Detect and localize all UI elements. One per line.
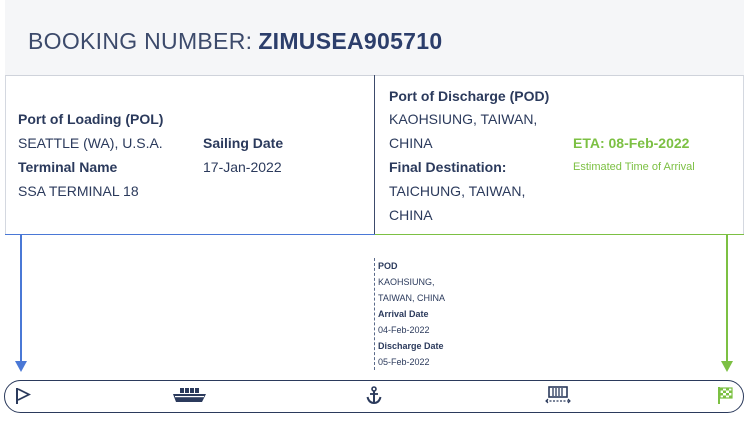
pol-arrow-head <box>15 361 27 372</box>
ship-icon <box>173 388 206 402</box>
anchor-icon <box>366 386 382 405</box>
timeline-pod-label: POD <box>378 261 398 271</box>
booking-number: ZIMUSEA905710 <box>258 28 443 54</box>
sailing-date: 17-Jan-2022 <box>203 159 282 175</box>
final-destination-line1: TAICHUNG, TAIWAN, <box>389 183 526 199</box>
sailing-date-label: Sailing Date <box>203 135 284 151</box>
destination-arrow-line <box>726 235 728 363</box>
booking-number-title: BOOKING NUMBER:ZIMUSEA905710 <box>28 28 442 55</box>
booking-label: BOOKING NUMBER: <box>28 28 253 54</box>
terminal-label: Terminal Name <box>18 159 118 175</box>
container-icon <box>545 386 571 404</box>
pol-heading: Port of Loading (POL) <box>18 111 164 127</box>
card-divider <box>374 75 375 235</box>
arrival-date-label: Arrival Date <box>378 309 429 319</box>
destination-arrow-head <box>721 361 733 372</box>
timeline-pod-location-line1: KAOHSIUNG, <box>378 277 435 287</box>
timeline-pod-details: POD KAOHSIUNG, TAIWAN, CHINA Arrival Dat… <box>374 258 445 370</box>
pol-underline <box>5 234 375 235</box>
start-flag-icon <box>16 388 31 404</box>
eta: ETA: 08-Feb-2022 <box>573 135 690 151</box>
finish-flag-icon <box>718 387 733 404</box>
final-destination-line2: CHINA <box>389 207 433 223</box>
arrival-date: 04-Feb-2022 <box>378 325 430 335</box>
final-destination-label: Final Destination: <box>389 159 507 175</box>
discharge-date: 05-Feb-2022 <box>378 357 430 367</box>
eta-subtitle: Estimated Time of Arrival <box>573 161 695 173</box>
booking-header: BOOKING NUMBER:ZIMUSEA905710 <box>5 0 744 76</box>
discharge-date-label: Discharge Date <box>378 341 444 351</box>
pod-location-line1: KAOHSIUNG, TAIWAN, <box>389 111 538 127</box>
timeline-pod-location-line2: TAIWAN, CHINA <box>378 293 445 303</box>
pol-arrow-line <box>20 235 22 363</box>
pol-location: SEATTLE (WA), U.S.A. <box>18 135 163 151</box>
pod-underline <box>375 234 744 235</box>
pod-heading: Port of Discharge (POD) <box>389 88 550 104</box>
pod-location-line2: CHINA <box>389 135 433 151</box>
terminal-name: SSA TERMINAL 18 <box>18 183 139 199</box>
